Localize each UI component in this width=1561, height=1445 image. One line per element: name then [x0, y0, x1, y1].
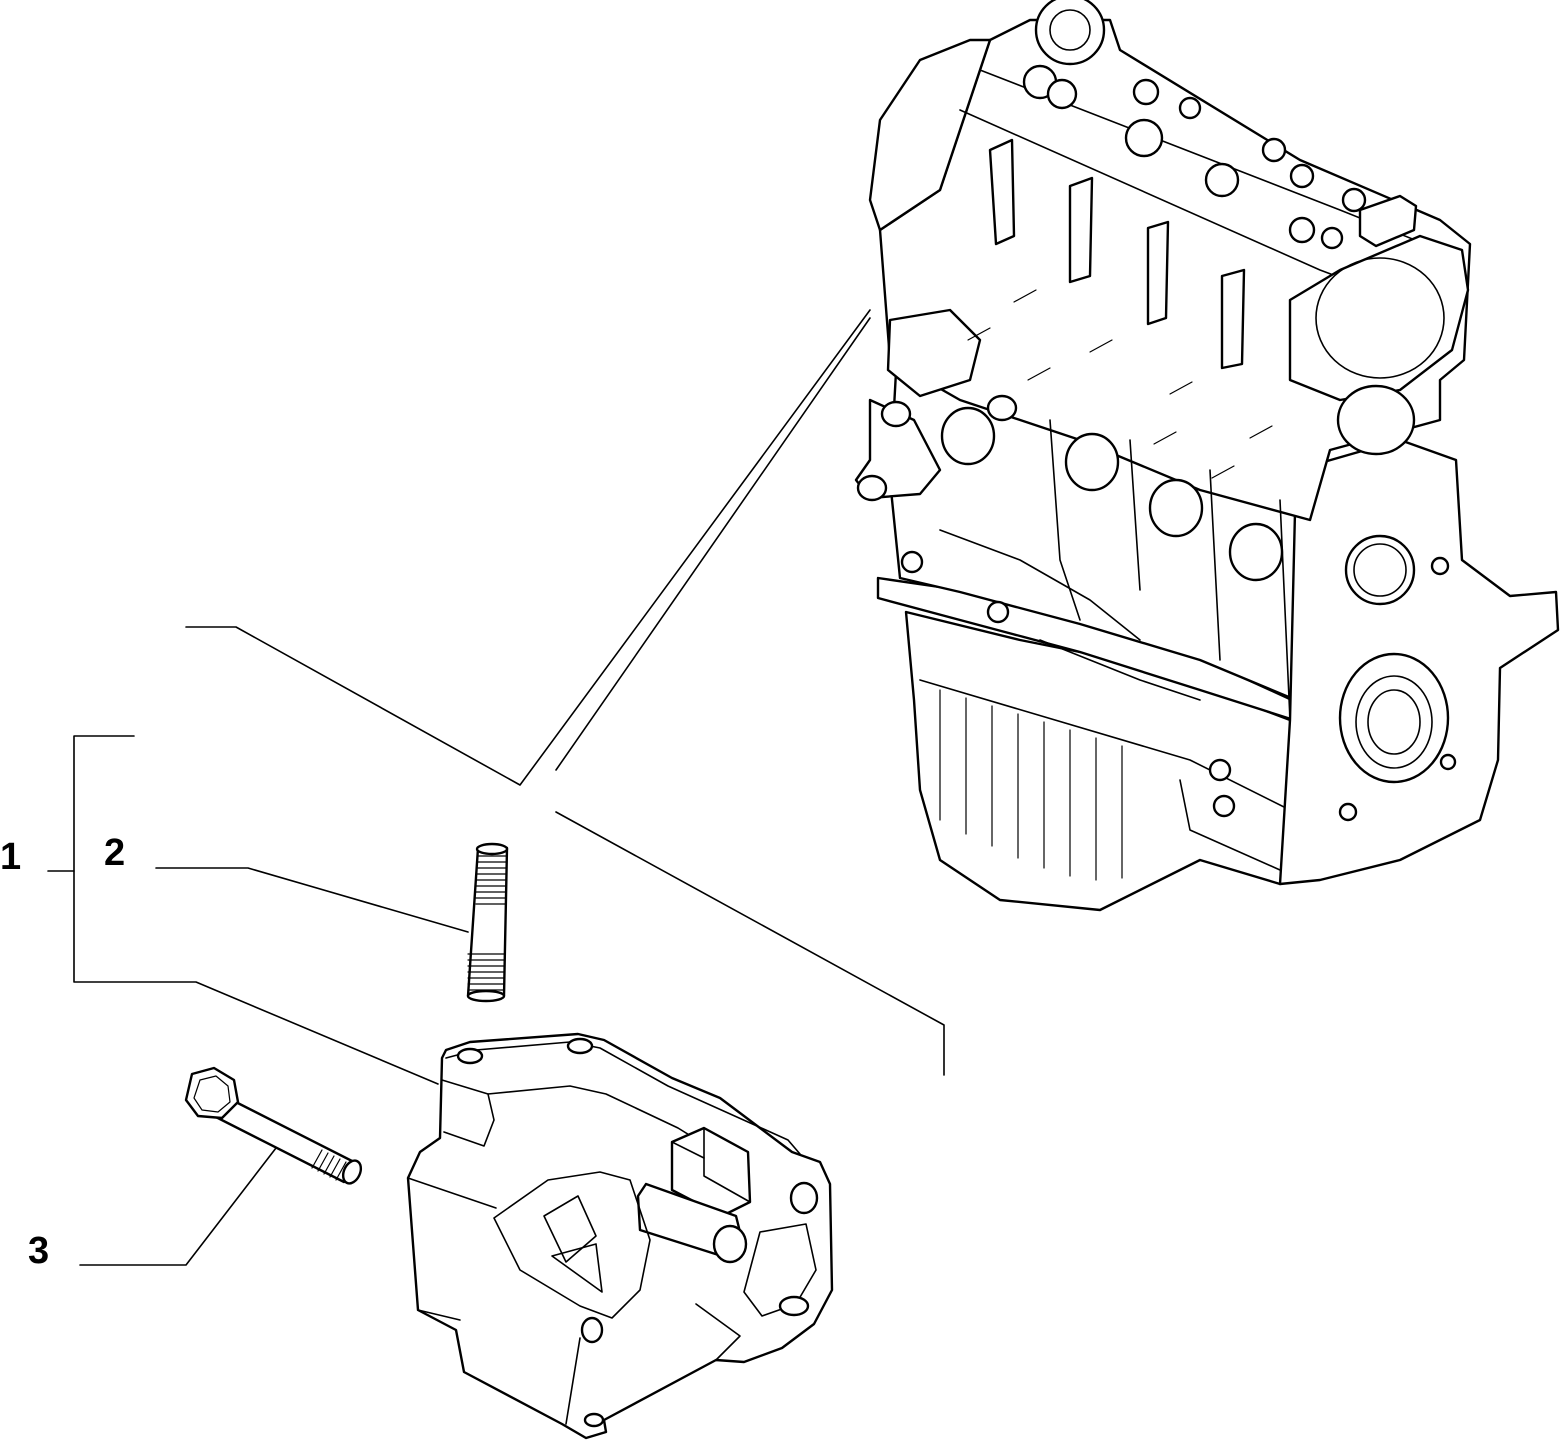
leader-lines	[47, 309, 945, 1266]
bolt-part	[184, 1066, 363, 1185]
callout-2-leader	[155, 867, 469, 933]
callout-number-1: 1	[0, 836, 22, 878]
callout-number-3: 3	[28, 1230, 50, 1272]
engine-reference-line-c	[555, 811, 945, 1076]
callout-1-bracket	[73, 735, 439, 1085]
engine-reference-line-b	[555, 317, 871, 771]
callout-3-leader	[79, 1147, 277, 1266]
bracket-part	[406, 1032, 834, 1440]
callout-number-2: 2	[104, 832, 126, 874]
stud-part	[466, 842, 509, 1003]
engine-reference-line-a	[185, 309, 871, 786]
engine-assembly	[854, 0, 1560, 912]
